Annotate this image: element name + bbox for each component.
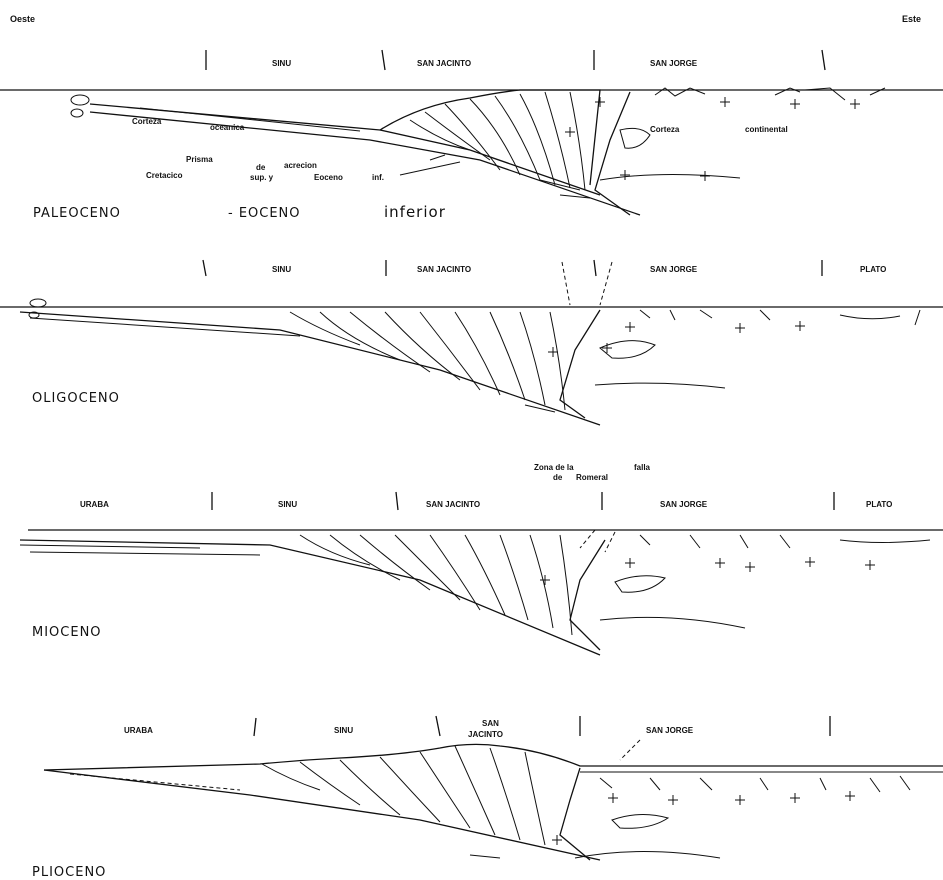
- zone-label-san-jorge: SAN JORGE: [650, 59, 698, 68]
- epoch-label: MIOCENO: [32, 625, 102, 640]
- zone-label-jacinto: JACINTO: [468, 730, 503, 739]
- continental-crust-marks: [540, 557, 875, 585]
- romeral-fault-zone: [620, 740, 640, 760]
- slab-layer: [30, 318, 300, 336]
- zone-label-uraba: URABA: [80, 500, 109, 509]
- epoch-label-suffix: - EOCENO: [228, 206, 301, 221]
- zone-label-plato: PLATO: [866, 500, 892, 509]
- note: Romeral: [576, 473, 608, 482]
- note: Prisma: [186, 155, 213, 164]
- subducting-slab: [20, 540, 600, 655]
- vessel-symbol: [71, 95, 89, 105]
- basement-top: [640, 310, 920, 325]
- zone-label-sinu: SINU: [278, 500, 297, 509]
- moho-line: [575, 852, 720, 859]
- crustal-body: [620, 128, 650, 148]
- slab-arrows: [400, 155, 590, 198]
- romeral-fault: [560, 310, 600, 418]
- romeral-fault-zone: [562, 262, 612, 305]
- zone-label-san-jorge: SAN JORGE: [650, 265, 698, 274]
- subducting-slab-bottom: [90, 112, 640, 215]
- note: Eoceno: [314, 173, 343, 182]
- zone-label-san-jacinto: SAN JACINTO: [426, 500, 480, 509]
- zone-label-san-jorge: SAN JORGE: [660, 500, 708, 509]
- zone-label-sinu: SINU: [272, 59, 291, 68]
- epoch-label: PALEOCENO: [33, 206, 121, 221]
- zone-label-uraba: URABA: [124, 726, 153, 735]
- basement-top: [600, 776, 910, 792]
- continental-crust-marks: [548, 321, 805, 357]
- note: falla: [634, 463, 651, 472]
- note: acrecion: [284, 161, 317, 170]
- moho-line: [595, 383, 725, 388]
- note: continental: [745, 125, 788, 134]
- zone-divider: [822, 50, 825, 70]
- romeral-fault: [570, 540, 605, 650]
- zone-divider: [396, 492, 398, 510]
- romeral-fault: [560, 768, 590, 860]
- slab-arrows: [470, 855, 500, 858]
- crustal-body: [600, 341, 655, 359]
- note: inf.: [372, 173, 384, 182]
- zone-label-sinu: SINU: [272, 265, 291, 274]
- note: Corteza: [650, 125, 680, 134]
- epoch-label: OLIGOCENO: [32, 391, 120, 406]
- zone-label-san-jorge: SAN JORGE: [646, 726, 694, 735]
- note: de: [256, 163, 266, 172]
- crustal-body: [612, 814, 668, 828]
- vessel-symbol: [30, 299, 46, 307]
- subducting-slab-top: [90, 104, 600, 195]
- note: Corteza: [132, 117, 162, 126]
- zone-label-plato: PLATO: [860, 265, 886, 274]
- zone-label-san-jacinto: SAN JACINTO: [417, 59, 471, 68]
- note: sup. y: [250, 173, 274, 182]
- note: Zona de la: [534, 463, 574, 472]
- continental-crust-marks: [565, 97, 860, 181]
- panel-oligoceno: SINU SAN JACINTO SAN JORGE PLATO OLIGOCE…: [0, 260, 943, 425]
- crustal-body: [615, 576, 665, 592]
- vessel-symbol: [71, 109, 83, 117]
- romeral-fault: [595, 92, 630, 215]
- subducting-slab: [20, 312, 600, 425]
- note: Cretacico: [146, 171, 183, 180]
- romeral-fault-zone: [580, 530, 615, 552]
- zone-label-sinu: SINU: [334, 726, 353, 735]
- zone-divider: [436, 716, 440, 736]
- panel-mioceno: Zona de la falla de Romeral URABA SINU S…: [20, 463, 943, 655]
- note: de: [553, 473, 563, 482]
- continental-crust-marks: [552, 791, 855, 845]
- thrust-faults: [262, 746, 545, 845]
- epoch-label-tail: inferior: [384, 203, 446, 221]
- thrust-faults: [290, 312, 565, 410]
- zone-label-san-jacinto: SAN JACINTO: [417, 265, 471, 274]
- zone-divider: [203, 260, 206, 276]
- zone-label-san: SAN: [482, 719, 499, 728]
- epoch-label: PLIOCENO: [32, 865, 106, 880]
- west-label: Oeste: [10, 14, 35, 24]
- thrust-faults: [300, 535, 572, 635]
- subducting-slab: [44, 770, 600, 860]
- note: oceanica: [210, 123, 245, 132]
- east-label: Este: [902, 14, 921, 24]
- basement-top: [640, 535, 930, 548]
- zone-divider: [254, 718, 256, 736]
- moho-line: [600, 617, 745, 628]
- slab-layer: [20, 545, 260, 555]
- zone-divider: [382, 50, 385, 70]
- panel-plioceno: URABA SINU SAN JACINTO SAN JORGE PLIOCEN…: [32, 716, 943, 880]
- zone-divider: [594, 260, 596, 276]
- panel-paleoceno: SINU SAN JACINTO SAN JORGE Corteza ocean…: [0, 50, 943, 221]
- thrust-faults: [410, 92, 585, 190]
